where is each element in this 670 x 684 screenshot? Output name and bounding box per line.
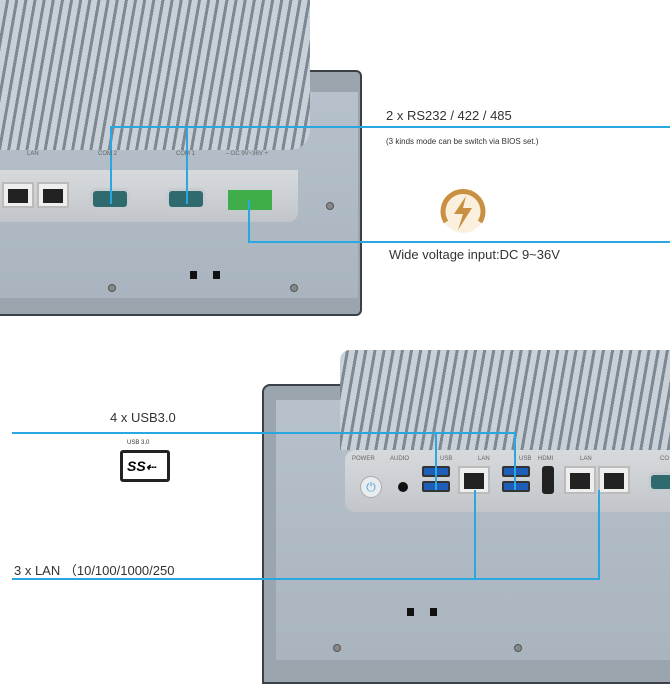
- screw: [290, 284, 298, 292]
- usb-port: [502, 466, 530, 477]
- bottom-port-label: POWER: [352, 456, 375, 462]
- callout-line-voltage: [248, 241, 670, 243]
- callout-line-usb: [514, 432, 516, 490]
- callout-line-rs232: [110, 126, 670, 128]
- screw: [514, 644, 522, 652]
- bottom-heatsink: [340, 350, 670, 450]
- lan-port: [564, 466, 596, 494]
- voltage-title: Wide voltage input:DC 9~36V: [389, 247, 560, 262]
- rs232-note: (3 kinds mode can be switch via BIOS set…: [386, 137, 539, 146]
- screw: [108, 284, 116, 292]
- vent-slot: [213, 271, 220, 279]
- rs232-title: 2 x RS232 / 422 / 485: [386, 108, 512, 123]
- top-port-label: COM 1: [176, 151, 196, 157]
- dc-power-connector: [228, 190, 272, 210]
- top-heatsink: [0, 0, 310, 150]
- bottom-port-label: CO: [660, 456, 669, 462]
- bottom-port-label: AUDIO: [390, 456, 410, 462]
- bottom-port-label: HDMI: [538, 456, 554, 462]
- bottom-port-label: USB: [440, 456, 453, 462]
- lan-port: [37, 182, 69, 208]
- audio-jack: [398, 482, 408, 492]
- screw: [326, 202, 334, 210]
- callout-line-lan: [12, 578, 600, 580]
- hdmi-port: [542, 466, 554, 494]
- callout-line-usb: [12, 432, 515, 434]
- screw: [333, 644, 341, 652]
- callout-line-lan: [474, 490, 476, 580]
- top-port-label: – DC 9V~36V +: [226, 151, 269, 157]
- top-port-label: LAN: [27, 151, 39, 157]
- com-port: [648, 472, 670, 492]
- bottom-port-label: USB: [519, 456, 532, 462]
- vent-slot: [430, 608, 437, 616]
- callout-line-usb: [435, 432, 437, 490]
- callout-line-com2: [110, 126, 112, 204]
- usb3-logo-text: SS: [127, 458, 146, 474]
- callout-line-com1: [186, 126, 188, 204]
- lan-port: [598, 466, 630, 494]
- usb-port: [502, 481, 530, 492]
- lan-port: [2, 182, 34, 208]
- lan-title: 3 x LAN （10/100/1000/250: [14, 563, 175, 578]
- bottom-port-label: LAN: [580, 456, 592, 462]
- callout-line-voltage: [248, 200, 250, 242]
- callout-line-lan: [598, 490, 600, 580]
- usb3-logo-icon: SS⇠: [120, 450, 170, 482]
- vent-slot: [190, 271, 197, 279]
- bottom-port-label: LAN: [478, 456, 490, 462]
- lightning-icon: [434, 182, 492, 240]
- usb-title: 4 x USB3.0: [110, 410, 176, 425]
- power-button[interactable]: ⏻: [360, 476, 382, 498]
- top-port-label: COM 2: [98, 151, 118, 157]
- vent-slot: [407, 608, 414, 616]
- usb-badge-label: USB 3.0: [127, 440, 150, 446]
